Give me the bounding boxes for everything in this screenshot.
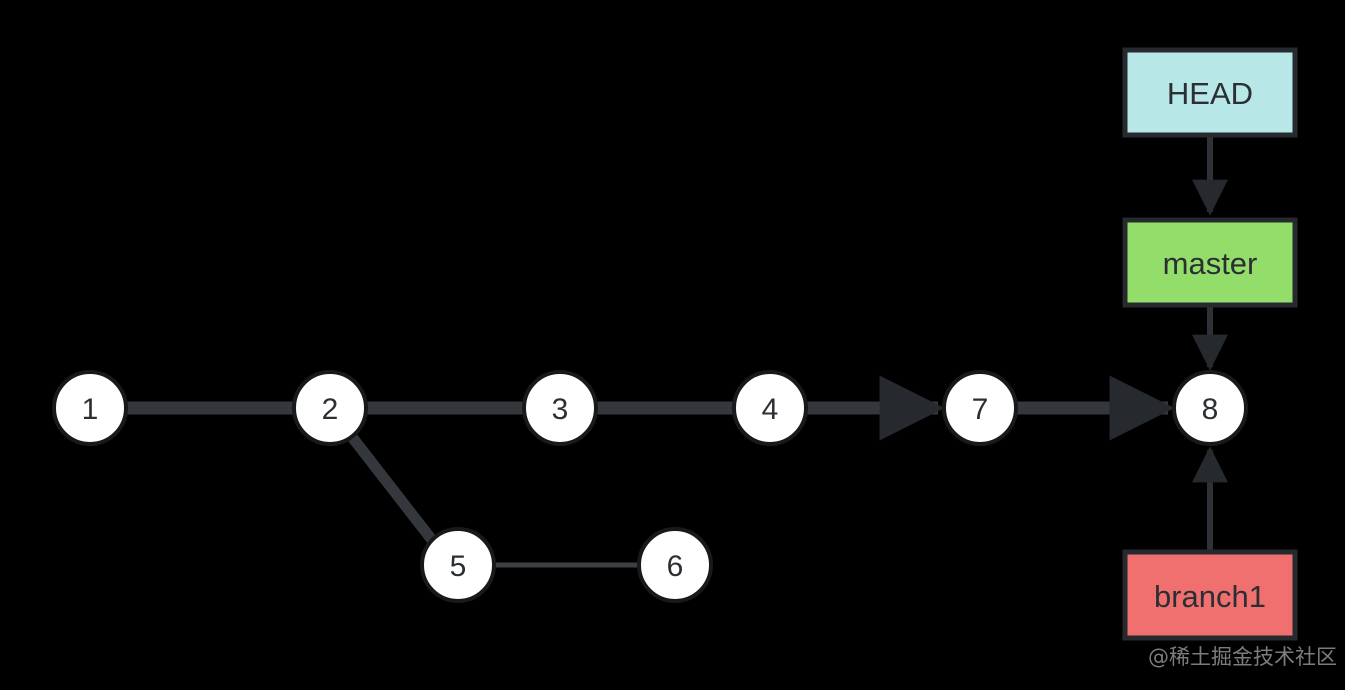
branch1-box-rect[interactable] (1122, 549, 1298, 641)
edge-group (120, 137, 1228, 568)
commit-circle[interactable] (522, 370, 598, 446)
commit-label: 8 (1202, 393, 1219, 426)
commit-label: 1 (82, 393, 99, 426)
commit-circle[interactable] (942, 370, 1018, 446)
commit-node-3[interactable]: 3 (522, 370, 598, 446)
master-box-label: master (1163, 246, 1258, 281)
commit-label: 2 (322, 393, 339, 426)
commit-node-5[interactable]: 5 (420, 527, 496, 603)
head-box-rect[interactable] (1122, 47, 1298, 138)
commit-label: 6 (667, 550, 684, 583)
commit-circle[interactable] (292, 370, 368, 446)
commit-circle[interactable] (732, 370, 808, 446)
commit-node-8[interactable]: 8 (1172, 370, 1248, 446)
commit-node-6[interactable]: 6 (637, 527, 713, 603)
ref-box-master[interactable]: master (1122, 217, 1298, 308)
ref-box-branch1[interactable]: branch1 (1122, 549, 1298, 641)
commit-circle[interactable] (420, 527, 496, 603)
commit-node-7[interactable]: 7 (942, 370, 1018, 446)
commit-node-2[interactable]: 2 (292, 370, 368, 446)
commit-label: 5 (450, 550, 467, 583)
commit-label: 4 (762, 393, 779, 426)
ref-box-head[interactable]: HEAD (1122, 47, 1298, 138)
head-box-label: HEAD (1167, 76, 1253, 111)
commit-circle[interactable] (1172, 370, 1248, 446)
commit-label: 7 (972, 393, 989, 426)
commit-node-4[interactable]: 4 (732, 370, 808, 446)
branch1-box-label: branch1 (1154, 579, 1266, 614)
edge-2-5 (347, 433, 437, 544)
master-box-rect[interactable] (1122, 217, 1298, 308)
commit-label: 3 (552, 393, 569, 426)
commit-circle[interactable] (52, 370, 128, 446)
commit-circle[interactable] (637, 527, 713, 603)
commit-node-1[interactable]: 1 (52, 370, 128, 446)
